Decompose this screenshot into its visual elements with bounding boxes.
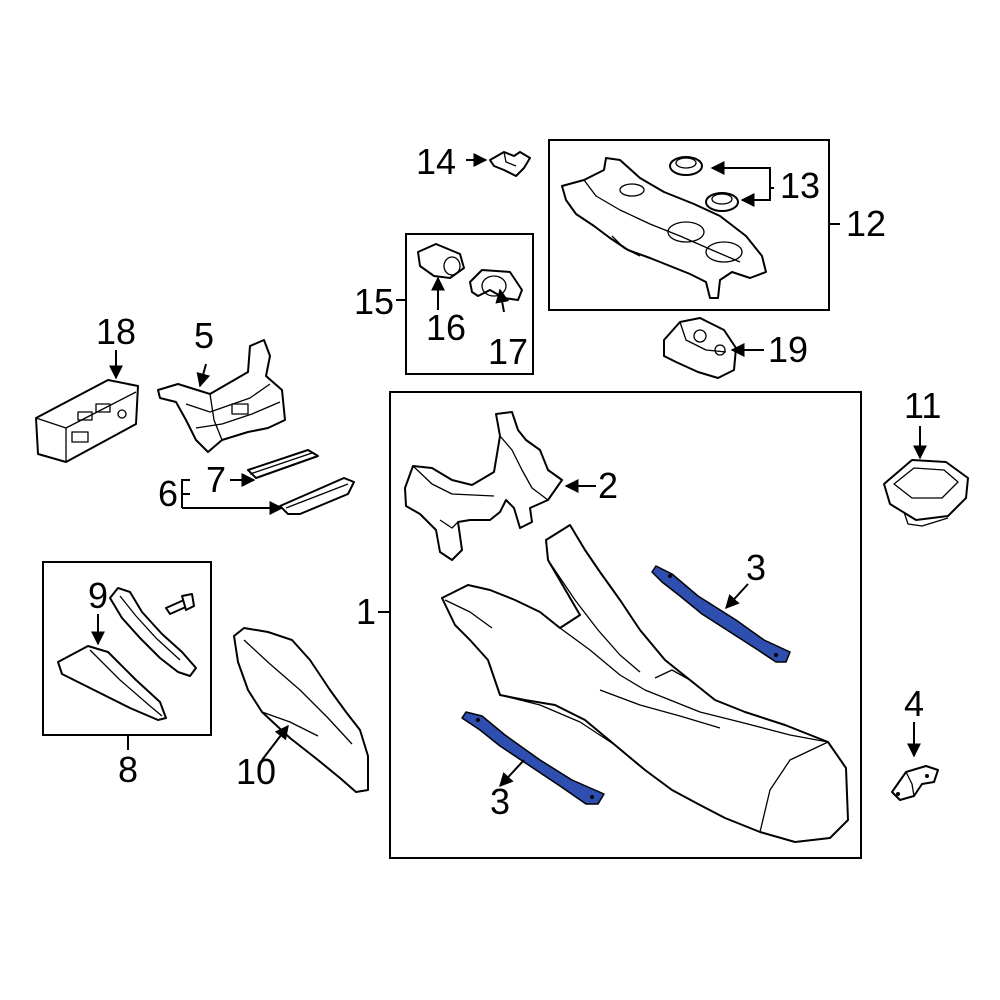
callout-3-lower: 3 (490, 781, 510, 822)
part-19-switch[interactable] (663, 317, 737, 379)
callout-13: 13 (780, 165, 820, 206)
callout-15: 15 (354, 281, 394, 322)
part-5-bracket[interactable] (157, 339, 286, 453)
callout-5: 5 (194, 315, 214, 356)
part-3-strip-right[interactable] (651, 565, 791, 663)
callout-1: 1 (356, 591, 376, 632)
callout-14: 14 (416, 141, 456, 182)
group-frame-15 (405, 233, 534, 375)
callout-19: 19 (768, 329, 808, 370)
part-9-trim-strip[interactable] (109, 587, 197, 677)
callout-10: 10 (236, 751, 276, 792)
part-3-strip-left[interactable] (461, 711, 605, 805)
callout-16: 16 (426, 307, 466, 348)
part-18-switch-module[interactable] (35, 379, 139, 463)
callout-12: 12 (846, 203, 886, 244)
part-1-console-body[interactable] (441, 524, 849, 843)
callout-6: 6 (158, 473, 178, 514)
bolt[interactable] (165, 593, 195, 615)
part-14-clip[interactable] (489, 151, 531, 177)
callout-11: 11 (904, 385, 941, 426)
part-6-trim-strip[interactable] (279, 477, 355, 515)
callout-8: 8 (118, 749, 138, 790)
part-12-upper-console[interactable] (561, 157, 767, 299)
part-8-trim-panel[interactable] (57, 645, 167, 721)
part-13-ring-lower[interactable] (705, 192, 739, 212)
part-11-storage-bin[interactable] (883, 459, 969, 527)
callout-7: 7 (206, 459, 226, 500)
part-2-bracket[interactable] (404, 411, 563, 561)
callout-4: 4 (904, 683, 924, 724)
callout-18: 18 (96, 311, 136, 352)
group-frame-1 (389, 391, 862, 859)
part-4-bracket[interactable] (891, 765, 939, 801)
callout-2: 2 (598, 465, 618, 506)
part-10-side-panel[interactable] (233, 627, 369, 793)
part-13-ring-upper[interactable] (669, 156, 703, 176)
part-7-trim-strip[interactable] (247, 449, 319, 479)
part-16-socket[interactable] (417, 243, 465, 279)
callout-3-upper: 3 (746, 547, 766, 588)
callout-17: 17 (488, 331, 528, 372)
part-17-retainer[interactable] (469, 269, 523, 301)
callout-9: 9 (88, 575, 108, 616)
group-frame-8 (42, 561, 212, 736)
